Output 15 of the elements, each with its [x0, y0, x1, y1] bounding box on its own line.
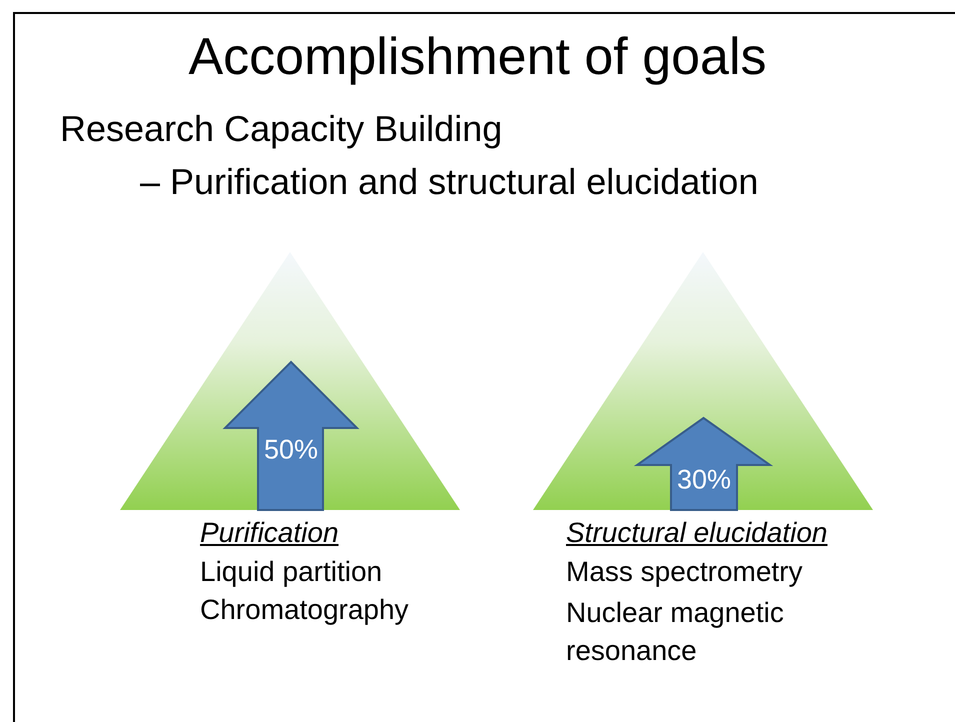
percentage-label: 50% — [264, 434, 318, 466]
column-heading: Purification — [200, 517, 339, 550]
list-item: Liquid partition — [200, 556, 382, 588]
list-item: Nuclear magnetic resonance — [566, 596, 785, 668]
percentage-label: 30% — [676, 464, 732, 496]
list-item: Mass spectrometry — [566, 556, 802, 588]
slide-title: Accomplishment of goals — [187, 28, 768, 88]
subtitle: – Purification and structural elucidation — [140, 161, 758, 202]
gradient-triangle — [533, 252, 873, 510]
gradient-triangle — [120, 252, 460, 510]
list-item: Chromatography — [200, 594, 409, 626]
up-block-arrow — [225, 362, 357, 510]
up-block-arrow — [637, 418, 770, 510]
subtitle: Research Capacity Building — [60, 108, 502, 150]
column-heading: Structural elucidation — [566, 517, 828, 550]
